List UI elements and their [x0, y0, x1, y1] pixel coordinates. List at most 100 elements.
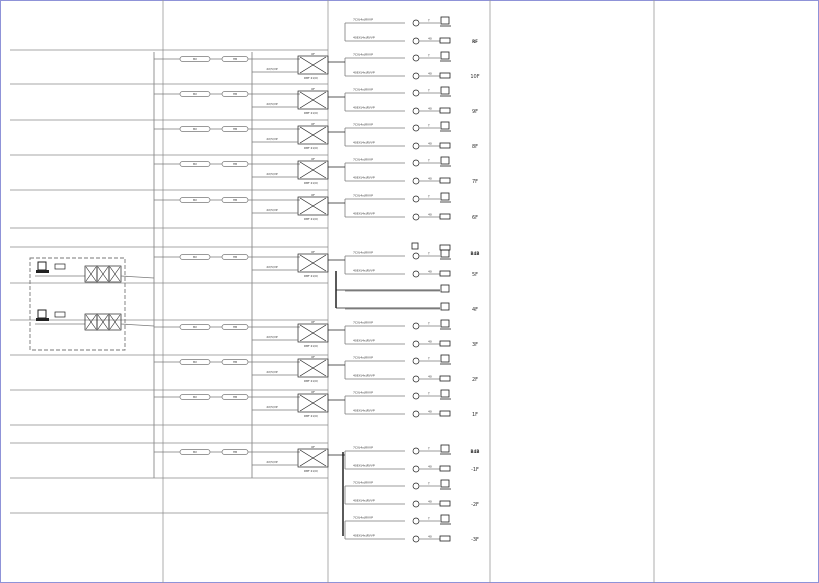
cable-label: 40EX(4x)RVVP: [353, 106, 375, 110]
device-mark: HB: [233, 198, 237, 202]
cable-label: 7CX(4x)RVVP: [353, 53, 373, 57]
phone-icon: [439, 37, 451, 44]
cable-tray: [179, 254, 211, 260]
device-mark: BX: [193, 395, 197, 399]
device-mark: BX: [193, 92, 197, 96]
cable-tray: [221, 161, 249, 167]
phone-icon: [439, 72, 451, 79]
rack-unit: [108, 313, 122, 331]
device-mark: T: [427, 89, 430, 93]
device-mark: T: [427, 159, 430, 163]
patch-cabinet: [297, 55, 329, 75]
floor-label: 10F: [470, 74, 479, 80]
rack-cross: [97, 314, 109, 330]
outlet-icon: [412, 54, 420, 62]
room-unit: [35, 309, 155, 331]
cable-tray: [179, 197, 211, 203]
outlet-icon: [412, 177, 420, 185]
room-feeder: [120, 275, 155, 279]
floor-label: -1F: [471, 467, 479, 473]
cable-label: 7CX(4x)RVVP: [353, 194, 373, 198]
cable-label: 40EX(4x)RVVP: [353, 339, 375, 343]
floor-row: B4B: [471, 449, 480, 454]
device-mark: 40: [428, 107, 432, 111]
outlet-icon: [412, 465, 420, 473]
cabinet-cross: [299, 161, 327, 179]
patch-cabinet: [297, 253, 329, 273]
cable-label: 7CX(4x)RVVP: [353, 18, 373, 22]
device-mark: T: [427, 124, 430, 128]
cable-tray: [179, 359, 211, 365]
device-mark: DBF 21(0): [304, 146, 318, 150]
floor-label: 7F: [472, 179, 478, 185]
rack-cross: [97, 266, 109, 282]
device-mark: 40: [428, 37, 432, 41]
device-mark: T: [427, 482, 430, 486]
rack-cross: [85, 266, 97, 282]
cable-tray: [221, 324, 249, 330]
outlet-icon: [412, 517, 420, 525]
cabinet-cross: [299, 324, 327, 342]
phone-icon: [439, 535, 451, 542]
device-mark: OF: [311, 157, 315, 161]
device-mark: 40: [428, 500, 432, 504]
cable-tray: [221, 56, 249, 62]
cable-label: 40EX(4x)RVVP: [353, 534, 375, 538]
phone-icon: [54, 311, 66, 318]
device-mark: 40: [428, 535, 432, 539]
device-mark: T: [427, 252, 430, 256]
phone-icon: [439, 177, 451, 184]
patch-cabinet: [297, 393, 329, 413]
floor-label: 8F: [472, 144, 478, 150]
rack-cross: [85, 314, 97, 330]
patch-cabinet: [297, 90, 329, 110]
cabinet-cross: [299, 56, 327, 74]
device-mark: BX: [193, 360, 197, 364]
device-mark: 40: [428, 465, 432, 469]
floor-label: 4F: [472, 307, 478, 313]
outlet-icon: [412, 392, 420, 400]
cable-label: 40EX(4x)RVVP: [353, 141, 375, 145]
device-mark: T: [427, 19, 430, 23]
outlet-icon: [412, 213, 420, 221]
outlet-icon: [412, 142, 420, 150]
cable-label: 40EX(4x)RVVP: [353, 176, 375, 180]
phone-icon: [439, 410, 451, 417]
riser-label: 2X(5)VP: [266, 137, 278, 141]
phone-icon: [439, 340, 451, 347]
patch-cabinet: [297, 196, 329, 216]
riser-label: 2X(5)VP: [266, 208, 278, 212]
cable-tray: [179, 126, 211, 132]
cable-label: 7CX(4x)RVVP: [353, 321, 373, 325]
cable-tray: [179, 161, 211, 167]
device-mark: OF: [311, 193, 315, 197]
cable-label: 7CX(4x)RVVP: [353, 158, 373, 162]
floor-label: RF: [472, 39, 478, 44]
device-mark: DBF 21(0): [304, 181, 318, 185]
terminal-icon: [440, 479, 450, 488]
device-mark: 40: [428, 72, 432, 76]
cabinet-cross: [299, 449, 327, 467]
outlet-icon: [412, 19, 420, 27]
cable-tray: [221, 359, 249, 365]
cable-label: 7CX(4x)RVVP: [353, 356, 373, 360]
floor-label: 6F: [472, 215, 478, 221]
room-feeder: [120, 323, 155, 327]
cable-tray: [221, 197, 249, 203]
floor-label: 3F: [472, 342, 478, 348]
floor-label: B4B: [471, 449, 480, 454]
device-mark: BX: [193, 255, 197, 259]
device-mark: DBF 21(0): [304, 217, 318, 221]
floor-label: -2F: [471, 502, 479, 508]
device-mark: HB: [233, 395, 237, 399]
control-room: [29, 257, 155, 351]
device-mark: BX: [193, 57, 197, 61]
